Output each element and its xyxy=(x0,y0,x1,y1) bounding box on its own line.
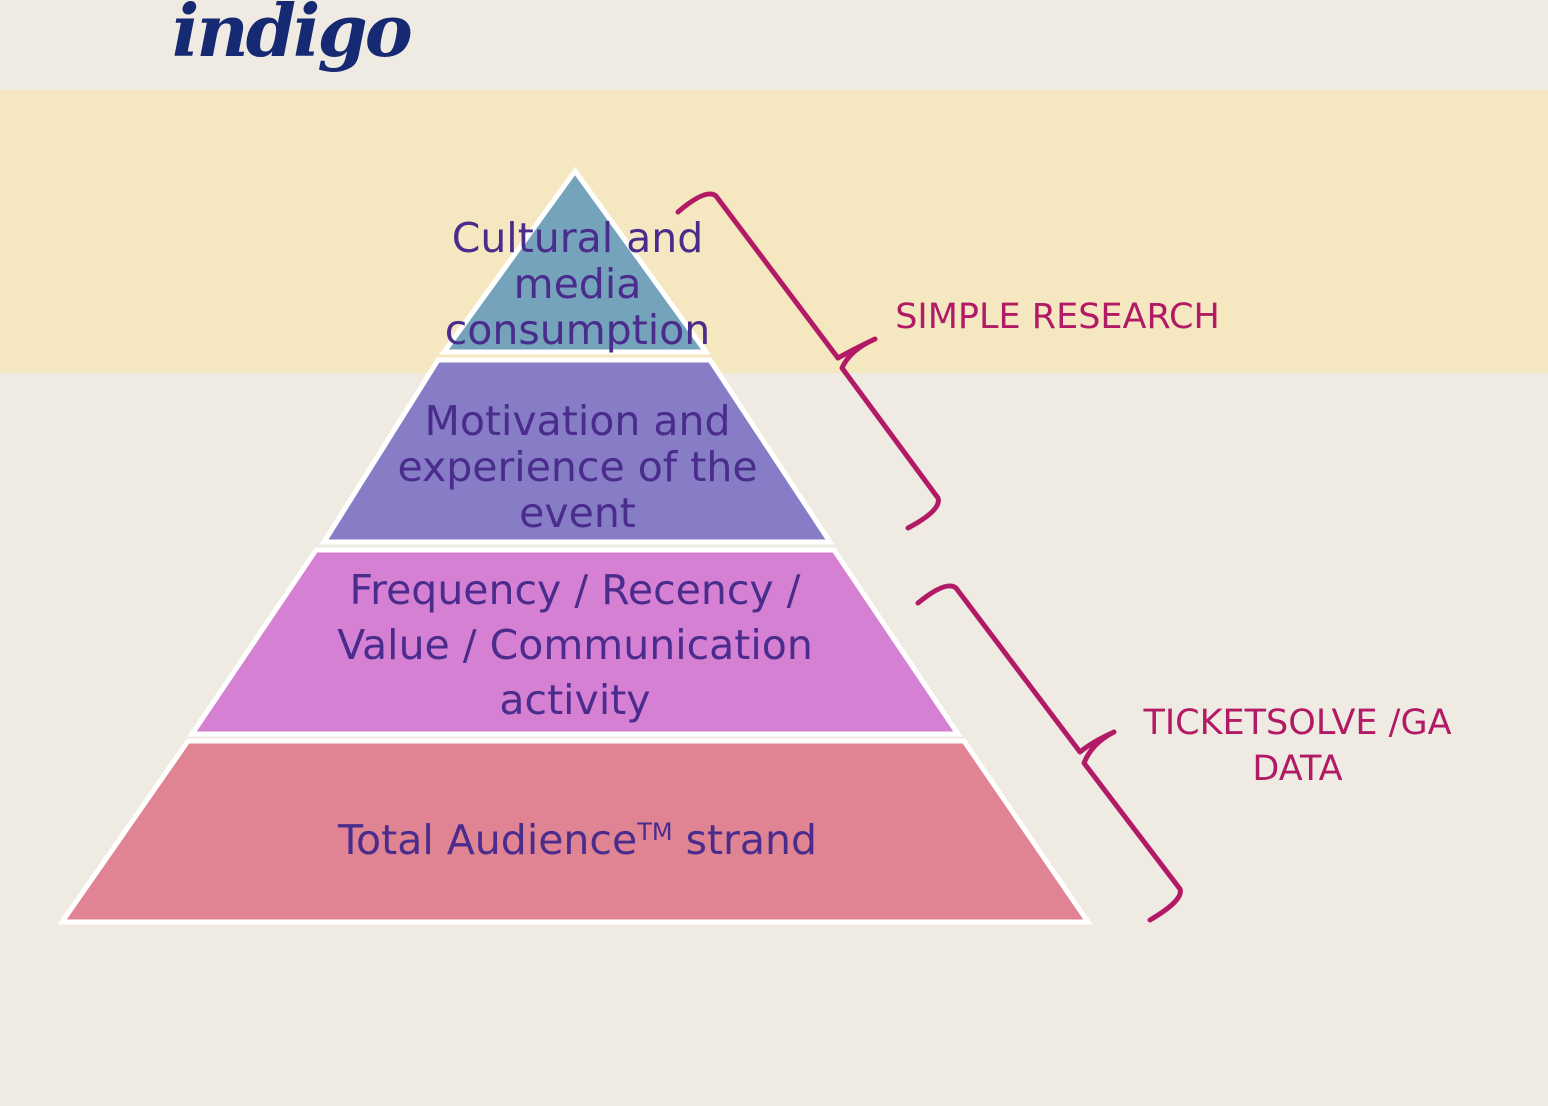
pyramid-tier-1-label: Cultural and media consumption xyxy=(444,214,711,354)
ticketsolve-data-label: TICKETSOLVE /GA DATA xyxy=(1143,703,1452,789)
pyramid-tier-4-label: Total AudienceTM strand xyxy=(250,805,905,868)
pyramid-tier-3-shape xyxy=(187,547,963,737)
pyramid-tier-2-shape xyxy=(319,357,835,545)
highlight-band xyxy=(0,90,1548,373)
bracket-simple-research xyxy=(675,191,941,531)
simple-research-label: SIMPLE RESEARCH xyxy=(895,297,1220,337)
pyramid-tier-3-label: Frequency / Recency / Value / Communicat… xyxy=(337,566,813,724)
trademark-mark: TM xyxy=(637,818,673,846)
pyramid-tier-2-label: Motivation and experience of the event xyxy=(397,397,758,537)
pyramid-tier-4-shape xyxy=(57,738,1093,925)
bracket-ticketsolve-data xyxy=(915,583,1183,923)
indigo-logo: indigo xyxy=(172,0,413,73)
tier-4-text: Total Audience xyxy=(337,816,638,864)
tier-4-suffix: strand xyxy=(672,816,818,864)
pyramid-tier-1-shape xyxy=(439,166,711,355)
